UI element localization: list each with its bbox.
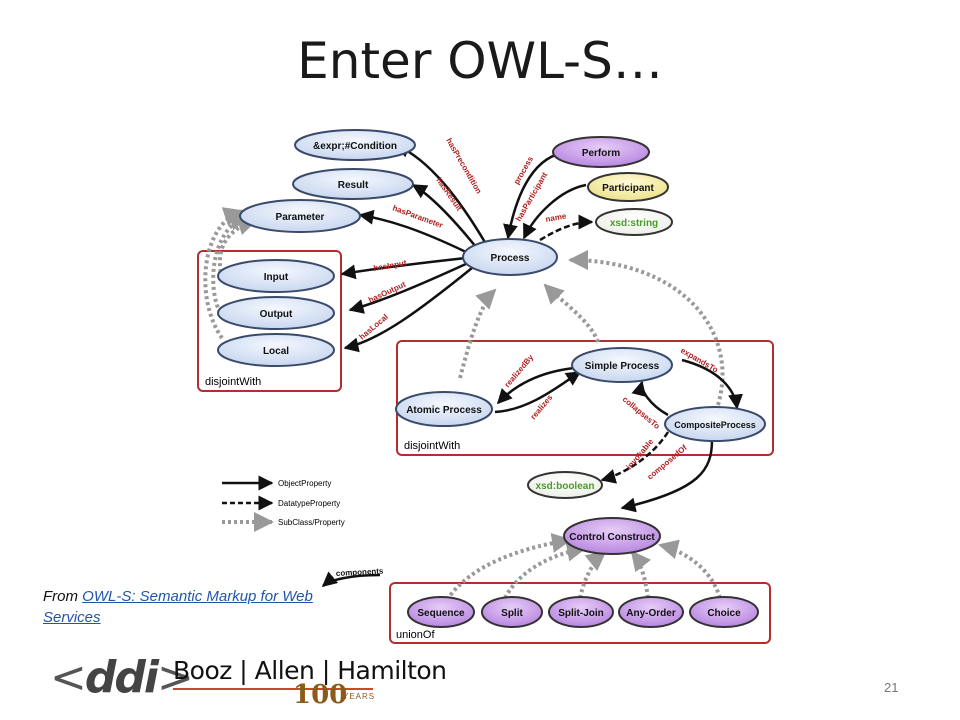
node-composite-process: CompositeProcess [664,406,766,442]
node-result-label: Result [338,180,369,191]
node-parameter-label: Parameter [276,212,325,223]
node-split-join-label: Split-Join [558,608,604,619]
node-any-order-label: Any-Order [626,608,676,619]
legend-datatype-property: DatatypeProperty [278,499,340,508]
node-input: Input [217,259,335,293]
edge-label-hasInput: hasInput [373,258,408,273]
node-control-construct-label: Control Construct [569,532,655,543]
node-atomic-process-label: Atomic Process [406,405,482,416]
slide-title: Enter OWL-S… [297,32,663,90]
group-box-constructs: unionOf [389,582,771,644]
node-participant: Participant [587,172,669,202]
caption-prefix: From [43,588,83,605]
node-xsd-boolean: xsd:boolean [527,471,603,499]
node-process: Process [462,238,558,276]
node-sequence: Sequence [407,596,475,628]
edge-label-collapsesTo: collapsesTo [621,395,662,431]
ddi-logo-text: ddi [84,652,159,703]
disjoint-label-1: disjointWith [205,376,261,388]
node-simple-process: Simple Process [571,347,673,383]
page-number: 21 [884,680,899,695]
group-box-parameters: disjointWith [197,250,342,392]
node-participant-label: Participant [602,183,654,194]
node-xsd-boolean-label: xsd:boolean [536,481,595,492]
legend-object-property: ObjectProperty [278,479,331,488]
node-result: Result [292,168,414,200]
node-split-label: Split [501,608,523,619]
disjoint-label-2: disjointWith [404,440,460,452]
edge-label-name: name [545,211,568,224]
node-sequence-label: Sequence [417,608,465,619]
booz-allen-logo-rule [173,688,373,690]
edge-label-hasParameter: hasParameter [391,203,444,230]
node-perform-label: Perform [582,148,620,159]
node-xsd-string: xsd:string [595,208,673,236]
group-box-processes: disjointWith [396,340,774,456]
booz-allen-logo-text: Booz | Allen | Hamilton [173,656,447,685]
datatype-property-edges [539,214,670,484]
edge-label-components: components [336,566,385,578]
node-condition: &expr;#Condition [294,129,416,161]
node-atomic-process: Atomic Process [395,391,493,427]
booz-allen-100: 100 [293,680,348,710]
source-link[interactable]: OWL-S: Semantic Markup for Web Services [43,588,313,626]
node-output: Output [217,296,335,330]
node-condition-label: &expr;#Condition [313,141,397,152]
node-control-construct: Control Construct [563,517,661,555]
node-choice: Choice [689,596,759,628]
node-split-join: Split-Join [548,596,614,628]
edge-label-composedOf: composedOf [646,443,689,482]
source-caption: From OWL-S: Semantic Markup for Web Serv… [43,586,323,628]
node-local-label: Local [263,346,289,357]
object-property-edges [321,143,743,588]
edge-label-realizedBy: realizedBy [503,352,536,389]
booz-allen-years: YEARS [343,692,376,701]
nodes: &expr;#Condition Result Parameter Input … [217,129,766,628]
node-choice-label: Choice [707,608,741,619]
node-local: Local [217,333,335,367]
node-split: Split [481,596,543,628]
union-label: unionOf [396,629,435,641]
node-simple-process-label: Simple Process [585,361,660,372]
ddi-logo-right: > [156,652,194,703]
node-perform: Perform [552,136,650,168]
ddi-logo: <ddi> [50,652,194,703]
legend-subclass-property: SubClass/Property [278,518,345,527]
node-any-order: Any-Order [618,596,684,628]
node-xsd-string-label: xsd:string [610,218,658,229]
ddi-logo-left: < [50,652,87,703]
legend: ObjectProperty DatatypeProperty SubClass… [222,475,345,532]
node-output-label: Output [260,309,293,320]
node-parameter: Parameter [239,199,361,233]
edge-label-process: process [512,154,535,186]
node-composite-process-label: CompositeProcess [674,420,756,430]
node-input-label: Input [264,272,289,283]
node-process-label: Process [491,253,530,264]
